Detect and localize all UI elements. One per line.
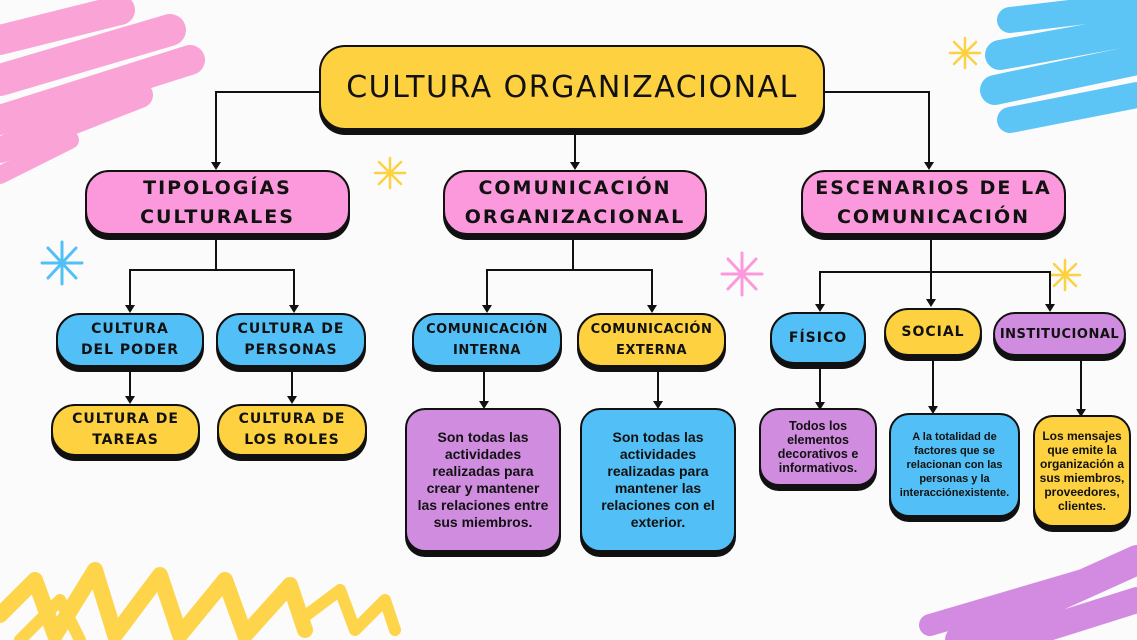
arrowheads (125, 162, 1086, 417)
sparkle-yellow-icon (373, 36, 1082, 292)
node-social: SOCIAL (884, 308, 982, 356)
desc-social: A la totalidad de factores que se relaci… (889, 413, 1020, 517)
sparkle-blue-icon (40, 240, 84, 286)
node-label: SOCIAL (901, 323, 965, 340)
connectors (129, 91, 1082, 410)
desc-comunicacion-externa: Son todas las actividades realizadas par… (580, 408, 736, 552)
node-comunicacion-externa: COMUNICACIÓN EXTERNA (577, 313, 726, 367)
node-label: CULTURA DE LOS ROLES (238, 411, 346, 448)
desc-text: Son todas las actividades realizadas par… (417, 429, 549, 530)
node-label: FÍSICO (788, 329, 848, 346)
node-institucional: INSTITUCIONAL (993, 312, 1126, 356)
desc-comunicacion-interna: Son todas las actividades realizadas par… (405, 408, 561, 552)
main-title-text: CULTURA ORGANIZACIONAL (346, 70, 798, 105)
node-comunicacion-organizacional: COMUNICACIÓN ORGANIZACIONAL (443, 170, 707, 235)
purple-brush-stroke (919, 545, 1137, 640)
node-escenarios-comunicacion: ESCENARIOS DE LA COMUNICACIÓN (801, 170, 1066, 235)
node-label: CULTURA DE TAREAS (72, 411, 179, 448)
node-fisico: FÍSICO (770, 312, 866, 364)
node-label: COMUNICACIÓN ORGANIZACIONAL (464, 176, 686, 228)
desc-institucional: Los mensajes que emite la organización a… (1033, 415, 1131, 527)
desc-text: A la totalidad de factores que se relaci… (899, 431, 1010, 499)
sparkle-pink-icon (720, 251, 764, 297)
desc-fisico: Todos los elementos decorativos e inform… (759, 408, 877, 486)
desc-text: Todos los elementos decorativos e inform… (777, 419, 859, 475)
node-label: CULTURA DE PERSONAS (237, 321, 345, 358)
node-cultura-de-los-roles: CULTURA DE LOS ROLES (217, 404, 367, 456)
yellow-zigzag-stroke (0, 562, 401, 640)
node-label: TIPOLOGÍAS CULTURALES (140, 176, 295, 228)
node-label: INSTITUCIONAL (999, 326, 1120, 342)
desc-text: Los mensajes que emite la organización a… (1039, 429, 1125, 513)
node-comunicacion-interna: COMUNICACIÓN INTERNA (412, 313, 562, 367)
blue-brush-stroke (980, 0, 1137, 133)
node-label: ESCENARIOS DE LA COMUNICACIÓN (815, 176, 1052, 228)
node-label: COMUNICACIÓN INTERNA (426, 322, 548, 358)
node-label: CULTURA DEL PODER (80, 321, 180, 358)
node-cultura-de-personas: CULTURA DE PERSONAS (216, 313, 366, 367)
node-label: COMUNICACIÓN EXTERNA (590, 322, 713, 358)
main-title: CULTURA ORGANIZACIONAL (319, 45, 825, 130)
node-cultura-del-poder: CULTURA DEL PODER (56, 313, 204, 367)
node-tipologias-culturales: TIPOLOGÍAS CULTURALES (85, 170, 350, 235)
pink-brush-stroke (0, 0, 205, 184)
node-cultura-de-tareas: CULTURA DE TAREAS (51, 404, 200, 456)
desc-text: Son todas las actividades realizadas par… (601, 429, 715, 530)
